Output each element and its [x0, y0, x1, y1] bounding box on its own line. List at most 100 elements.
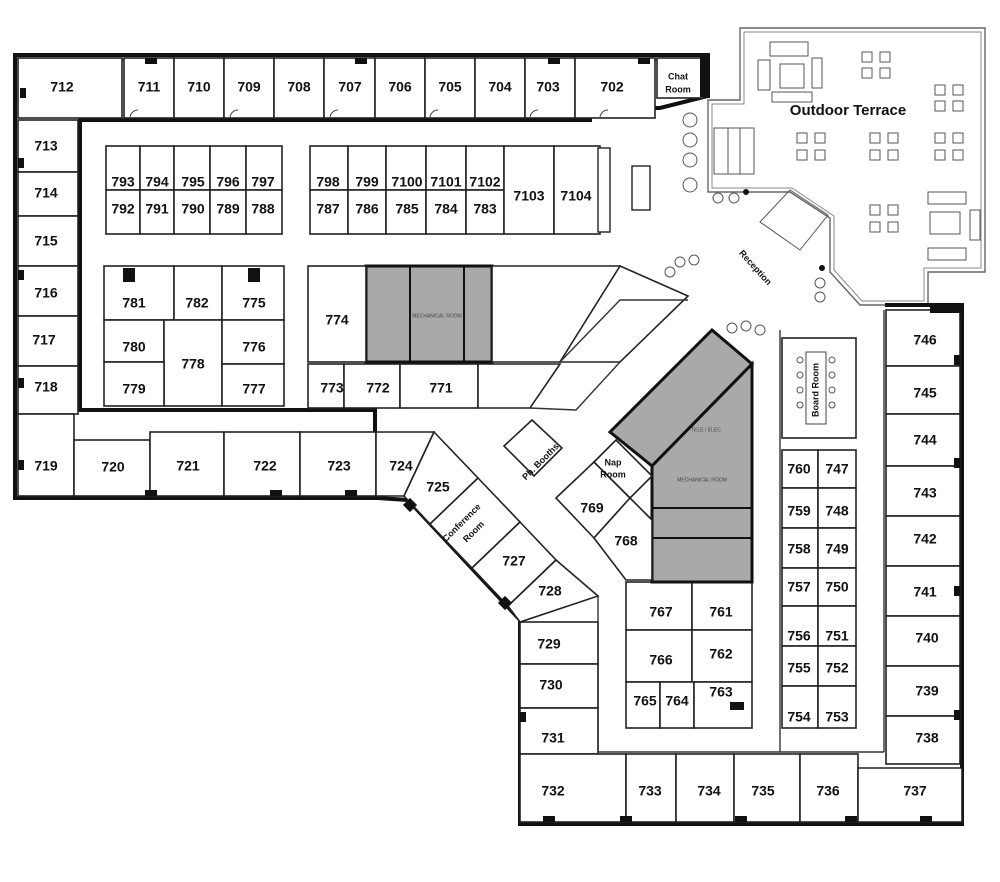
room-763-label: 763	[709, 684, 733, 700]
room-714	[17, 171, 79, 217]
room-709-label: 709	[237, 79, 261, 95]
east-cubicle-offices: 798 799 7100 7101 7102 787 786 785 784 7…	[309, 145, 651, 235]
room-722-label: 722	[253, 458, 277, 474]
room-728-label: 728	[538, 583, 562, 599]
room-794-label: 794	[145, 174, 169, 190]
room-711-label: 711	[138, 79, 161, 95]
room-764	[659, 681, 695, 729]
room-799-label: 799	[355, 174, 379, 190]
room-729-label: 729	[537, 636, 561, 652]
room-744-label: 744	[913, 432, 937, 448]
room-778-label: 778	[181, 356, 205, 372]
room-719	[17, 413, 75, 497]
room-738	[885, 715, 961, 765]
room-7102-label: 7102	[469, 174, 500, 190]
room-709	[223, 57, 275, 119]
room-748-label: 748	[825, 503, 849, 519]
room-781	[103, 265, 175, 321]
room-784	[425, 189, 467, 235]
room-750-label: 750	[825, 579, 849, 595]
room-764-label: 764	[665, 693, 689, 709]
room-740-label: 740	[915, 630, 939, 646]
room-736-label: 736	[816, 783, 840, 799]
room-722	[223, 431, 301, 497]
room-756-label: 756	[787, 628, 811, 644]
board-room-label: Board Room	[810, 363, 820, 417]
room-737	[857, 767, 963, 823]
room-715-label: 715	[34, 233, 58, 249]
room-757-label: 757	[787, 579, 811, 595]
mechanical-room-label-east: MECHANICAL ROOM	[677, 477, 727, 483]
room-7103	[503, 145, 555, 235]
room-743-label: 743	[913, 485, 937, 501]
phone-booths	[502, 418, 564, 478]
room-761-label: 761	[709, 604, 733, 620]
room-774-label: 774	[325, 312, 349, 328]
room-753-label: 753	[825, 709, 849, 725]
mechanical-core-north: MECHANICAL ROOM	[364, 264, 494, 364]
room-739-label: 739	[915, 683, 939, 699]
mechanical-room-label-north: MECHANICAL ROOM	[412, 313, 462, 319]
room-719-label: 719	[34, 458, 58, 474]
room-747-label: 747	[825, 461, 849, 477]
room-732	[519, 753, 627, 823]
room-720	[73, 439, 151, 497]
room-787-label: 787	[316, 201, 340, 217]
room-796-label: 796	[216, 174, 240, 190]
room-739	[885, 665, 961, 717]
outdoor-terrace-area: Outdoor Terrace Reception	[664, 27, 986, 336]
room-789-label: 789	[216, 201, 240, 217]
room-788-label: 788	[251, 201, 275, 217]
room-711	[123, 57, 175, 119]
room-716-label: 716	[34, 285, 58, 301]
room-750	[817, 567, 857, 607]
room-796	[209, 145, 247, 191]
room-740	[885, 615, 961, 667]
room-705	[424, 57, 476, 119]
service-room	[477, 363, 562, 409]
room-7103-label: 7103	[513, 188, 544, 204]
room-785	[385, 189, 427, 235]
nap-room-label-1: Nap	[604, 457, 622, 467]
room-753	[817, 685, 857, 729]
room-741-label: 741	[913, 584, 937, 600]
room-702	[574, 57, 656, 119]
room-786	[347, 189, 387, 235]
room-746-label: 746	[913, 332, 937, 348]
room-774	[307, 265, 367, 363]
room-749-label: 749	[825, 541, 849, 557]
room-748	[817, 487, 857, 529]
room-720-label: 720	[101, 459, 125, 475]
room-721	[149, 431, 225, 497]
room-742	[885, 515, 961, 567]
room-713-label: 713	[34, 138, 58, 154]
room-717-label: 717	[32, 332, 56, 348]
room-768	[592, 496, 653, 581]
room-765-label: 765	[633, 693, 657, 709]
chat-room-label-1: Chat	[668, 71, 688, 81]
room-758-label: 758	[787, 541, 811, 557]
room-786-label: 786	[355, 201, 379, 217]
room-776-label: 776	[242, 339, 266, 355]
room-7100-label: 7100	[391, 174, 422, 190]
room-782-label: 782	[185, 295, 209, 311]
room-710	[173, 57, 225, 119]
room-732-label: 732	[541, 783, 565, 799]
room-731	[519, 707, 599, 755]
room-730	[519, 663, 599, 709]
room-710-label: 710	[187, 79, 211, 95]
room-777-label: 777	[242, 381, 266, 397]
room-718-label: 718	[34, 379, 58, 395]
room-734-label: 734	[697, 783, 721, 799]
room-761	[691, 581, 753, 631]
nap-room	[592, 438, 654, 500]
terrace-furniture	[664, 41, 981, 336]
left-column-rooms: 713 714 715 716 717 718 719	[17, 119, 79, 497]
room-721-label: 721	[176, 458, 200, 474]
room-784-label: 784	[434, 201, 458, 217]
room-735-label: 735	[751, 783, 775, 799]
chat-room	[656, 57, 704, 99]
east-small-offices: 760 747 759 748 758 749 757 750 756 751 …	[781, 449, 857, 729]
room-744	[885, 413, 961, 467]
room-762	[691, 629, 753, 683]
